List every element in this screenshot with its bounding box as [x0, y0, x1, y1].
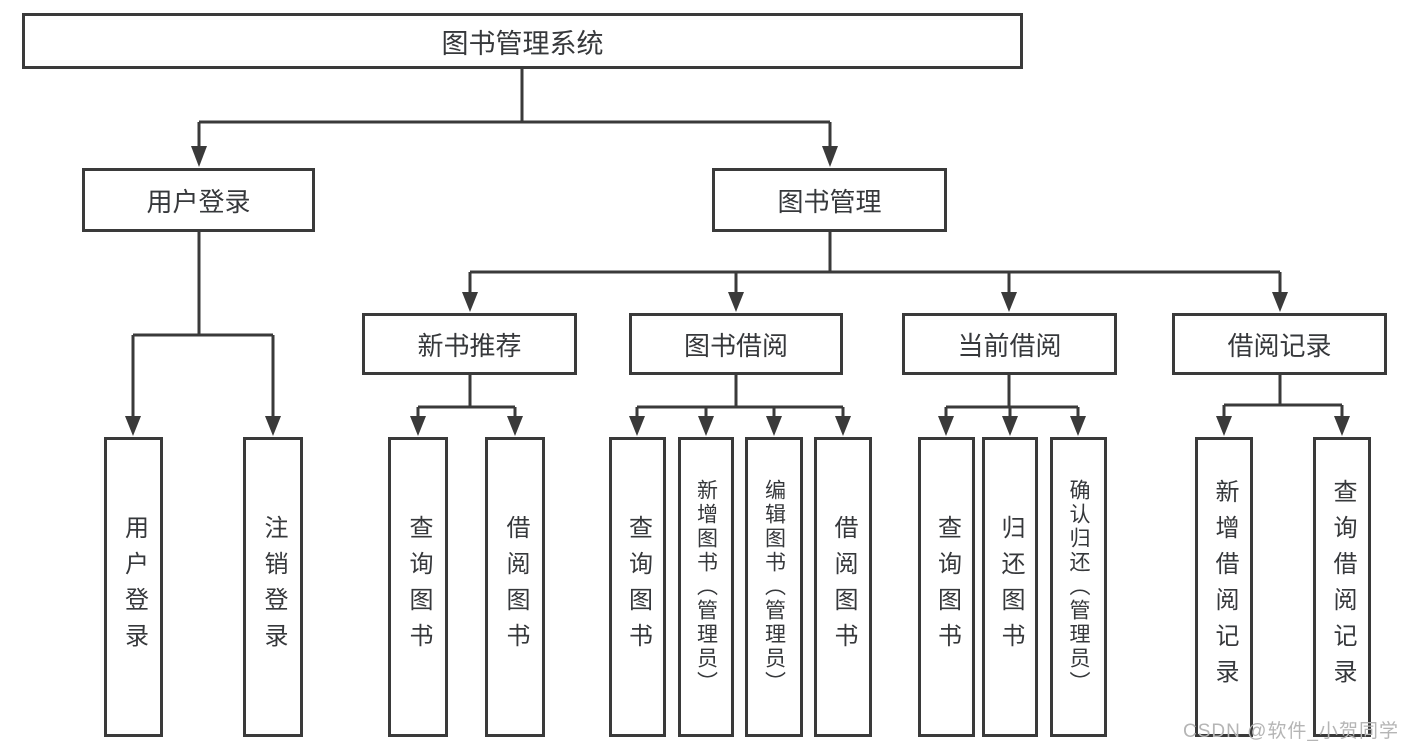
node-label: 查询借阅记录: [1329, 479, 1356, 695]
leaf-add-books-admin: 新增图书（管理员）: [678, 437, 734, 737]
node-label: 查询图书: [933, 515, 961, 659]
node-label: 新书推荐: [417, 330, 522, 361]
node-label: 归还图书: [997, 515, 1024, 659]
arrowheads: [125, 146, 1350, 436]
leaf-return-books: 归还图书: [982, 437, 1038, 737]
node-label: 新增借阅记录: [1211, 479, 1238, 695]
node-label: 借阅记录: [1227, 330, 1332, 361]
node-label: 编辑图书（管理员）: [762, 479, 786, 695]
leaf-query-books: 查询图书: [388, 437, 448, 737]
node-label: 新增图书（管理员）: [694, 479, 718, 695]
node-borrowing-records: 借阅记录: [1172, 313, 1387, 375]
node-label: 用户登录: [146, 186, 251, 217]
node-new-book-recommendation: 新书推荐: [362, 313, 577, 375]
leaf-user-login: 用户登录: [104, 437, 163, 737]
node-label: 借阅图书: [830, 515, 857, 659]
node-label: 图书借阅: [683, 330, 788, 361]
leaf-query-books: 查询图书: [918, 437, 975, 737]
node-book-borrowing: 图书借阅: [629, 313, 843, 375]
node-label: 借阅图书: [502, 515, 529, 659]
leaf-query-books: 查询图书: [609, 437, 666, 737]
node-label: 用户登录: [120, 515, 148, 659]
node-label: 图书管理: [777, 186, 882, 217]
node-current-borrowing: 当前借阅: [902, 313, 1117, 375]
node-label: 图书管理系统: [441, 28, 604, 59]
node-label: 确认归还（管理员）: [1067, 479, 1090, 695]
leaf-logout: 注销登录: [243, 437, 303, 737]
leaf-borrow-books: 借阅图书: [485, 437, 545, 737]
leaf-add-borrow-record: 新增借阅记录: [1195, 437, 1253, 737]
leaf-borrow-books: 借阅图书: [814, 437, 872, 737]
node-user-login: 用户登录: [82, 168, 315, 232]
node-label: 当前借阅: [957, 330, 1062, 361]
node-book-management: 图书管理: [712, 168, 947, 232]
leaf-edit-books-admin: 编辑图书（管理员）: [745, 437, 803, 737]
node-label: 注销登录: [260, 515, 287, 659]
node-library-management-system: 图书管理系统: [22, 13, 1023, 69]
leaf-confirm-return-admin: 确认归还（管理员）: [1050, 437, 1107, 737]
node-label: 查询图书: [624, 515, 652, 659]
leaf-query-borrow-record: 查询借阅记录: [1313, 437, 1371, 737]
node-label: 查询图书: [405, 515, 432, 659]
